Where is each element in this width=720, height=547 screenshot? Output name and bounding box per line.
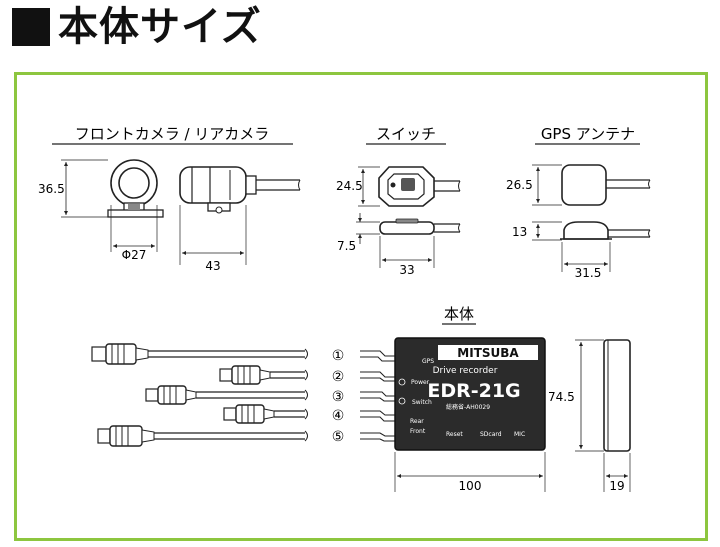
port-label-gps: GPS bbox=[422, 358, 434, 365]
body-depth-label: 19 bbox=[609, 479, 624, 493]
device-cert: 総務省-AH0029 bbox=[446, 403, 490, 411]
switch-width-label: 33 bbox=[399, 263, 414, 277]
device-model: EDR-21G bbox=[427, 380, 520, 402]
page-title: 本体サイズ bbox=[58, 4, 262, 50]
switch-height-label: 24.5 bbox=[336, 179, 363, 193]
bottom-label-mic: MIC bbox=[514, 431, 525, 438]
diagram-frame bbox=[14, 72, 708, 541]
gps-section: GPS アンテナ 26.5 13 31.5 bbox=[506, 125, 651, 280]
body-section-title: 本体 bbox=[444, 305, 474, 323]
gps-top-drawing bbox=[561, 164, 651, 206]
cable-5 bbox=[97, 425, 305, 447]
camera-diameter-label: Φ27 bbox=[122, 248, 147, 262]
body-section: 本体 bbox=[91, 305, 631, 493]
cable-1 bbox=[91, 343, 305, 365]
port-label-front: Front bbox=[410, 428, 426, 435]
switch-section-title: スイッチ bbox=[376, 125, 436, 143]
switch-section: スイッチ 24.5 7.5 33 bbox=[336, 125, 461, 277]
rear-camera-drawing bbox=[179, 166, 301, 214]
device-product: Drive recorder bbox=[433, 366, 498, 376]
cable-2 bbox=[219, 365, 305, 385]
connector-number-1: ① bbox=[332, 348, 345, 364]
bottom-label-sdcard: SDcard bbox=[480, 431, 502, 438]
switch-side-drawing bbox=[379, 218, 461, 235]
gps-height-label: 26.5 bbox=[506, 178, 533, 192]
port-label-rear: Rear bbox=[410, 418, 424, 425]
camera-length-label: 43 bbox=[205, 259, 220, 273]
gps-thickness-label: 13 bbox=[512, 225, 527, 239]
camera-section-title: フロントカメラ / リアカメラ bbox=[75, 125, 270, 143]
recorder-unit-side bbox=[603, 339, 631, 452]
connector-number-3: ③ bbox=[332, 389, 345, 405]
port-label-power: Power bbox=[411, 379, 430, 386]
cable-harness bbox=[91, 343, 308, 447]
gps-width-label: 31.5 bbox=[575, 266, 602, 280]
gps-section-title: GPS アンテナ bbox=[541, 125, 635, 143]
switch-thickness-label: 7.5 bbox=[337, 239, 356, 253]
title-square-icon bbox=[12, 8, 50, 46]
device-brand: MITSUBA bbox=[457, 346, 519, 360]
camera-height-label: 36.5 bbox=[38, 182, 65, 196]
front-camera-drawing bbox=[107, 159, 164, 218]
cable-4 bbox=[223, 404, 305, 424]
page-header: 本体サイズ bbox=[0, 0, 720, 62]
body-height-label: 74.5 bbox=[548, 390, 575, 404]
gps-side-drawing bbox=[560, 221, 651, 240]
cable-3 bbox=[145, 385, 305, 405]
body-width-label: 100 bbox=[459, 479, 482, 493]
connector-numbers: ① ② ③ ④ ⑤ bbox=[332, 348, 345, 445]
port-label-switch: Switch bbox=[412, 399, 432, 406]
recorder-unit-front: MITSUBA Drive recorder EDR-21G 総務省-AH002… bbox=[394, 337, 546, 451]
switch-top-drawing bbox=[378, 166, 461, 207]
connector-number-5: ⑤ bbox=[332, 429, 345, 445]
camera-section: フロントカメラ / リアカメラ 36.5 Φ27 bbox=[38, 125, 301, 273]
connector-number-4: ④ bbox=[332, 408, 345, 424]
bottom-label-reset: Reset bbox=[446, 431, 463, 438]
connector-number-2: ② bbox=[332, 369, 345, 385]
